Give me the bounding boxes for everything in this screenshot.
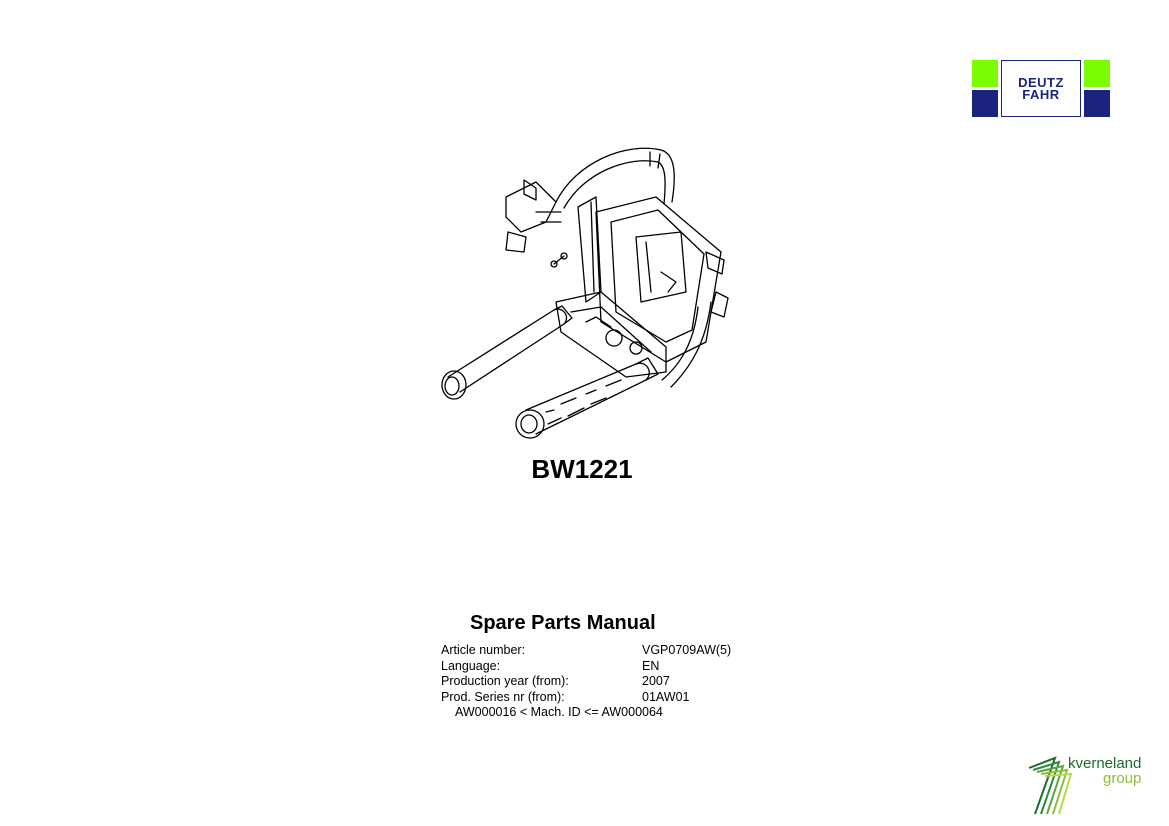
logo-blue-square-right: [1084, 90, 1110, 117]
spec-value: EN: [642, 658, 660, 673]
spec-row-article: Article number: VGP0709AW(5): [441, 643, 731, 659]
manual-title: Spare Parts Manual: [470, 612, 656, 634]
logo-green-square-left: [972, 60, 998, 87]
kverneland-mark-icon: [1028, 756, 1073, 815]
kverneland-text: kverneland: [1067, 755, 1142, 772]
spec-label: Production year (from):: [441, 674, 569, 688]
specs-list: Article number: VGP0709AW(5) Language: E…: [441, 643, 731, 721]
spec-row-production-year: Production year (from): 2007: [441, 674, 731, 690]
logo-wordmark: DEUTZ FAHR: [1001, 60, 1081, 117]
kverneland-wordmark: kverneland group: [1065, 756, 1141, 786]
logo-line-2: FAHR: [1022, 86, 1060, 102]
spec-row-series: Prod. Series nr (from): 01AW01: [441, 690, 731, 706]
model-title: BW1221: [531, 454, 633, 484]
deutz-fahr-logo: DEUTZ FAHR: [972, 60, 1110, 117]
logo-blue-square-left: [972, 90, 998, 117]
group-text: group: [1103, 770, 1142, 787]
machine-id-range: AW000016 < Mach. ID <= AW000064: [455, 705, 663, 719]
spec-row-language: Language: EN: [441, 659, 731, 675]
spec-label: Article number:: [441, 643, 526, 657]
spec-label: Prod. Series nr (from):: [441, 689, 565, 704]
kverneland-group-logo: kverneland group: [1025, 752, 1150, 816]
spec-label: Language:: [441, 658, 501, 673]
spec-value: 2007: [642, 674, 670, 688]
logo-green-square-right: [1084, 60, 1110, 87]
bale-wrapper-drawing: [441, 147, 729, 439]
spec-value: 01AW01: [642, 689, 690, 704]
spec-value: VGP0709AW(5): [642, 643, 732, 657]
logo-line-1: DEUTZ: [1018, 74, 1064, 90]
